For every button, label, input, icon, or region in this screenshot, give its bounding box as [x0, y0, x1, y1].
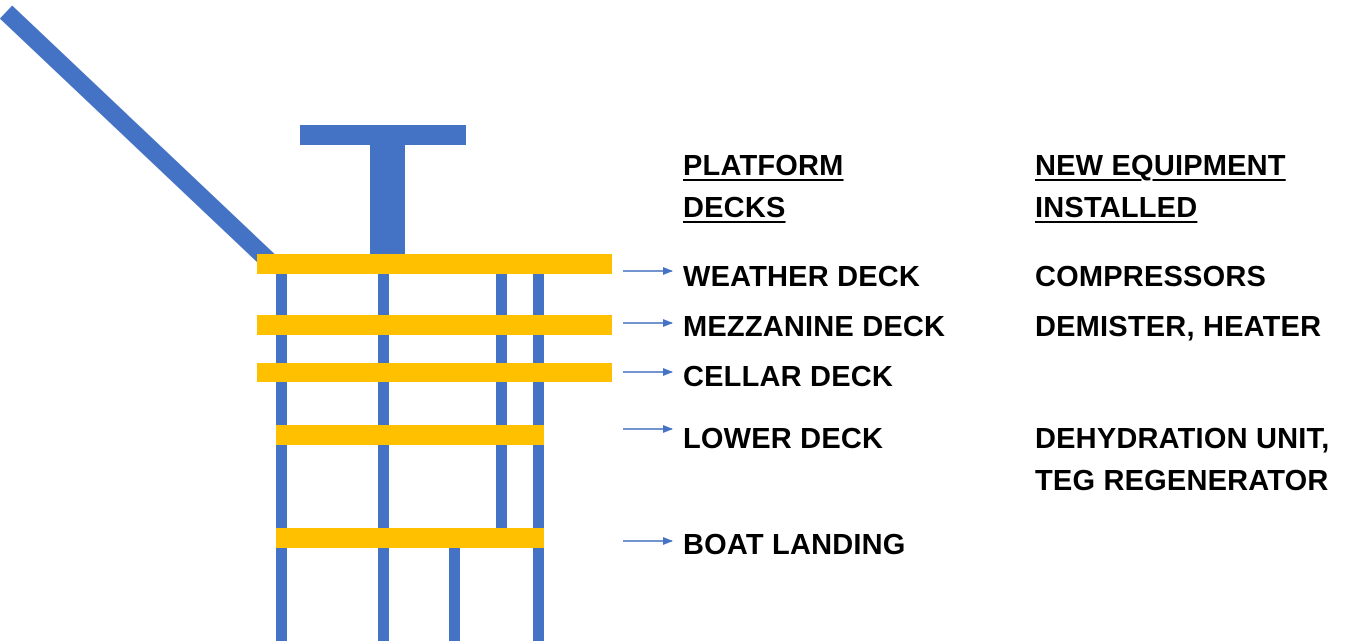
- tower-top-bar: [300, 125, 466, 145]
- equipment-lower-deck-line1: DEHYDRATION UNIT,: [1035, 423, 1330, 455]
- deck-lower: [276, 425, 544, 445]
- equipment-mezzanine-deck: DEMISTER, HEATER: [1035, 311, 1322, 343]
- deck-label-weather: WEATHER DECK: [683, 261, 921, 293]
- deck-boat-landing: [276, 528, 544, 548]
- deck-cellar: [257, 363, 612, 382]
- equipment-weather-deck: COMPRESSORS: [1035, 261, 1267, 293]
- header-platform-decks-line1: PLATFORM: [683, 150, 844, 182]
- deck-mezzanine: [257, 315, 612, 335]
- platform-leg: [496, 268, 507, 530]
- deck-label-lower: LOWER DECK: [683, 423, 884, 455]
- platform-leg: [378, 268, 389, 641]
- deck-label-cellar: CELLAR DECK: [683, 361, 894, 393]
- deck-weather: [257, 254, 612, 274]
- header-new-equipment-line1: NEW EQUIPMENT: [1035, 150, 1286, 182]
- deck-label-boat-landing: BOAT LANDING: [683, 529, 906, 561]
- header-platform-decks-line2: DECKS: [683, 192, 786, 224]
- equipment-lower-deck-line2: TEG REGENERATOR: [1035, 465, 1329, 497]
- platform-leg: [449, 546, 460, 641]
- tower-stem: [370, 145, 405, 255]
- platform-leg: [533, 268, 544, 641]
- crane-boom: [0, 5, 277, 269]
- platform-leg: [276, 268, 287, 641]
- header-new-equipment-line2: INSTALLED: [1035, 192, 1198, 224]
- deck-label-mezzanine: MEZZANINE DECK: [683, 311, 946, 343]
